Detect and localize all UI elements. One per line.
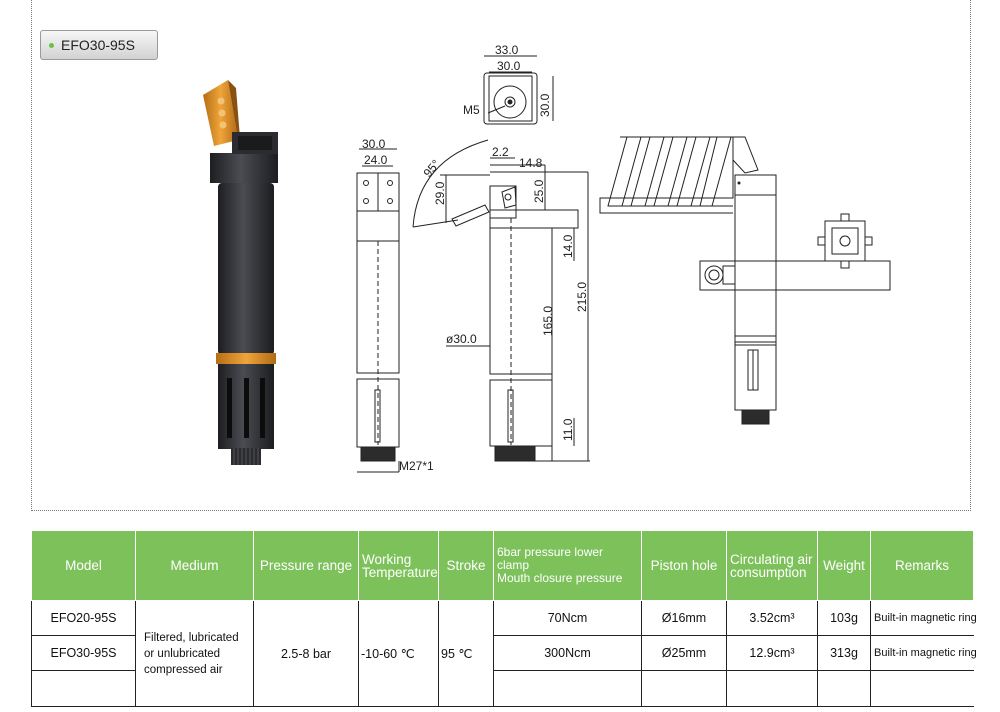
- dim-thread-m27: M27*1: [399, 459, 434, 473]
- cell-empty: [870, 670, 974, 707]
- cell-model: EFO30-95S: [31, 635, 136, 671]
- cell-piston-hole: Ø25mm: [641, 635, 727, 671]
- spec-table: Model Medium Pressure range Working Temp…: [31, 530, 977, 707]
- col-header-remarks: Remarks: [870, 530, 974, 601]
- dim-top-width-outer: 33.0: [495, 43, 519, 57]
- col-header-air-consumption: Circulating air consumption: [726, 530, 818, 601]
- assembly-view: [599, 136, 891, 425]
- dim-front-width-inner: 24.0: [364, 153, 388, 167]
- cell-empty: [31, 670, 136, 707]
- cell-remarks: Built-in magnetic ring: [870, 635, 977, 671]
- col-header-medium: Medium: [135, 530, 254, 601]
- cell-medium: Filtered, lubricated or unlubricated com…: [135, 600, 254, 707]
- cell-remarks: Built-in magnetic ring: [870, 600, 977, 636]
- col-header-clamp-pressure-line1: 6bar pressure lower clamp: [497, 545, 604, 572]
- dim-top-height: 30.0: [538, 93, 552, 117]
- dim-offset-small: 2.2: [492, 145, 509, 159]
- col-header-clamp-pressure-line2: Mouth closure pressure: [497, 571, 623, 585]
- cell-clamp-pressure: 300Ncm: [493, 635, 642, 671]
- product-render: [203, 80, 278, 465]
- technical-drawing: 33.0 30.0 M5 30.0 30.0 24.0 M27*1: [203, 43, 891, 473]
- cell-pressure-range: 2.5-8 bar: [253, 600, 359, 707]
- cell-stroke: 95 ℃: [438, 600, 494, 707]
- dim-height-165: 165.0: [541, 306, 555, 336]
- dim-height-14: 14.0: [561, 234, 575, 258]
- spec-table-header-row: Model Medium Pressure range Working Temp…: [31, 530, 974, 601]
- bullet-icon: [49, 42, 54, 48]
- model-tag-label: EFO30-95S: [61, 37, 135, 53]
- col-header-stroke: Stroke: [438, 530, 494, 601]
- col-header-clamp-pressure: 6bar pressure lower clamp Mouth closure …: [493, 530, 642, 601]
- cell-clamp-pressure: 70Ncm: [493, 600, 642, 636]
- dim-front-width-outer: 30.0: [362, 137, 386, 151]
- model-tag: EFO30-95S: [40, 30, 158, 60]
- top-view: [483, 55, 554, 125]
- cell-empty: [726, 670, 818, 707]
- dim-thread-m5: M5: [463, 103, 480, 117]
- col-header-working-temperature: Working Temperature: [358, 530, 439, 601]
- dim-height-11: 11.0: [561, 418, 575, 441]
- dim-jaw-height: 29.0: [433, 181, 447, 205]
- drawing-frame: [31, 0, 971, 511]
- table-row: EFO30-95S 300Ncm Ø25mm 12.9cm³ 313g Buil…: [31, 635, 977, 671]
- cell-weight: 313g: [817, 635, 871, 671]
- cell-medium-line1: Filtered, lubricated: [144, 631, 239, 644]
- cell-medium-line3: compressed air: [144, 663, 223, 676]
- dim-offset-jaw: 14.8: [519, 156, 543, 170]
- front-view: [356, 148, 400, 473]
- col-header-pressure-range: Pressure range: [253, 530, 359, 601]
- cell-air-consumption: 3.52cm³: [726, 600, 818, 636]
- cell-empty: [493, 670, 642, 707]
- cell-working-temperature: -10-60 ℃: [358, 600, 439, 707]
- cell-air-consumption: 12.9cm³: [726, 635, 818, 671]
- col-header-piston-hole: Piston hole: [641, 530, 727, 601]
- cell-piston-hole: Ø16mm: [641, 600, 727, 636]
- dim-top-width-inner: 30.0: [497, 59, 521, 73]
- side-view: [412, 139, 590, 462]
- table-row-empty: [31, 670, 974, 707]
- cell-medium-line2: or unlubricated: [144, 647, 221, 660]
- assembly-marker-dot: [737, 181, 741, 185]
- col-header-model: Model: [31, 530, 136, 601]
- dim-height-215: 215.0: [575, 282, 589, 312]
- cell-empty: [817, 670, 871, 707]
- cell-weight: 103g: [817, 600, 871, 636]
- cell-empty: [641, 670, 727, 707]
- col-header-weight: Weight: [817, 530, 871, 601]
- dim-diameter: ø30.0: [446, 332, 477, 346]
- dim-angle: 95°: [421, 157, 444, 180]
- dim-height-25: 25.0: [532, 179, 546, 203]
- table-row: EFO20-95S Filtered, lubricated or unlubr…: [31, 600, 977, 707]
- cell-model: EFO20-95S: [31, 600, 136, 636]
